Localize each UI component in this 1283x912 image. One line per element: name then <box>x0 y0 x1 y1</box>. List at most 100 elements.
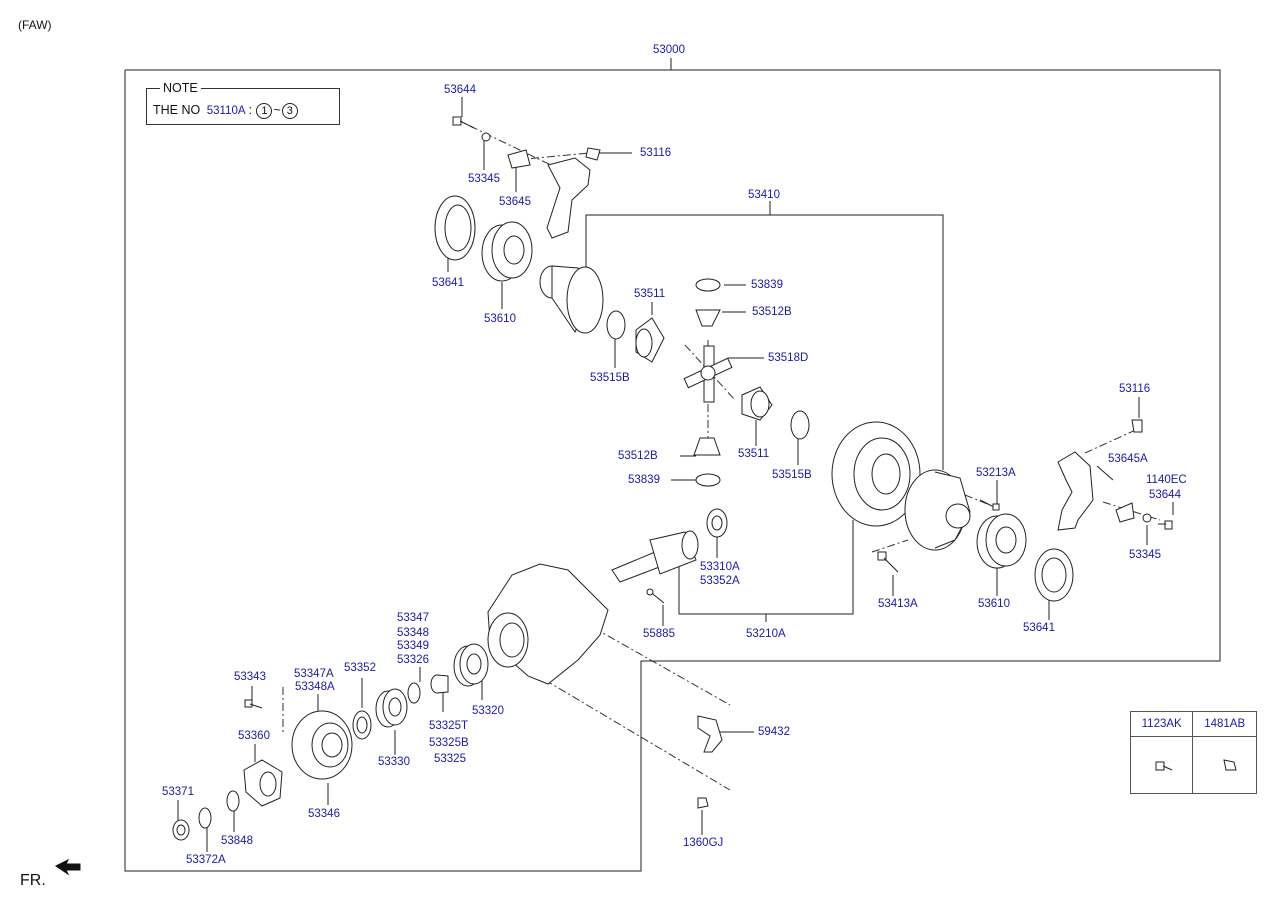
part-label-53645A[interactable]: 53645A <box>1108 453 1148 465</box>
part-label-53360[interactable]: 53360 <box>238 730 270 742</box>
plate-53645-icon <box>507 149 531 169</box>
part-label-53325B[interactable]: 53325B <box>429 737 469 749</box>
variant-label: (FAW) <box>18 18 52 32</box>
seal-53352-icon <box>352 710 372 740</box>
part-label-53644-top[interactable]: 53644 <box>444 84 476 96</box>
bearing-53330-icon <box>375 688 408 728</box>
part-label-53352A[interactable]: 53352A <box>700 575 740 587</box>
seal-53641-right-icon <box>1034 548 1074 602</box>
part-label-53610-left[interactable]: 53610 <box>484 313 516 325</box>
front-direction-arrow-icon <box>55 858 81 876</box>
bearing-53320-icon <box>453 643 489 687</box>
carrier-housing-icon <box>487 563 609 685</box>
note-title: NOTE <box>160 82 201 95</box>
note-code[interactable]: 53110A <box>206 105 246 117</box>
washer-53515B-left-icon <box>606 310 626 340</box>
part-label-1360GJ[interactable]: 1360GJ <box>683 837 724 849</box>
part-label-53116-top[interactable]: 53116 <box>640 147 672 159</box>
part-label-53325T[interactable]: 53325T <box>429 720 469 732</box>
part-label-53645[interactable]: 53645 <box>499 196 531 208</box>
part-label-53320[interactable]: 53320 <box>472 705 504 717</box>
spider-53518D-icon <box>683 345 733 403</box>
bearing-53610-right-icon <box>976 513 1027 569</box>
bolt-53413A-icon <box>877 551 899 573</box>
part-label-53372A[interactable]: 53372A <box>186 854 226 866</box>
drive-pinion-53210A-icon <box>611 530 699 583</box>
bracket-59432-icon <box>697 715 723 753</box>
nut-53371-icon <box>172 819 190 841</box>
part-label-59432[interactable]: 59432 <box>758 726 790 738</box>
side-gear-53511-right-icon <box>741 386 773 421</box>
part-label-53515B-right[interactable]: 53515B <box>772 469 812 481</box>
note-box <box>146 88 340 125</box>
part-label-53346[interactable]: 53346 <box>308 808 340 820</box>
washer-53839-bottom-icon <box>695 473 721 487</box>
part-label-53343[interactable]: 53343 <box>234 671 266 683</box>
part-label-53644-right[interactable]: 53644 <box>1149 489 1181 501</box>
part-label-53410[interactable]: 53410 <box>748 189 780 201</box>
bearing-53310A-icon <box>706 508 728 538</box>
note-circle-from: 1 <box>256 103 273 119</box>
bolt-53343-icon <box>244 699 263 709</box>
part-label-53515B-left[interactable]: 53515B <box>590 372 630 384</box>
part-label-53348A[interactable]: 53348A <box>295 681 335 693</box>
part-label-53512B-bottom[interactable]: 53512B <box>618 450 658 462</box>
part-label-53512B-top[interactable]: 53512B <box>752 306 792 318</box>
legend-cell-1481AB <box>1192 736 1257 794</box>
fastener-legend-table: 1123AK 1481AB <box>1129 711 1257 794</box>
part-label-53511-left[interactable]: 53511 <box>634 288 666 300</box>
part-label-53610-right[interactable]: 53610 <box>978 598 1010 610</box>
part-label-53330[interactable]: 53330 <box>378 756 410 768</box>
part-label-53518D[interactable]: 53518D <box>768 352 809 364</box>
part-label-53345-right[interactable]: 53345 <box>1129 549 1161 561</box>
part-label-53347A[interactable]: 53347A <box>294 668 334 680</box>
sensor-55885-icon <box>646 588 665 604</box>
part-label-1140EC[interactable]: 1140EC <box>1146 474 1187 486</box>
assembly-53000-outline <box>124 69 1221 872</box>
part-label-53348[interactable]: 53348 <box>397 627 429 639</box>
part-label-53848[interactable]: 53848 <box>221 835 253 847</box>
legend-col-1481AB[interactable]: 1481AB <box>1192 711 1257 737</box>
part-label-53326[interactable]: 53326 <box>397 654 429 666</box>
note-colon: : <box>248 103 252 117</box>
oring-53848-icon <box>226 790 240 812</box>
legend-cell-1123AK <box>1129 736 1194 794</box>
washer-53515B-right-icon <box>790 410 810 440</box>
part-label-55885[interactable]: 55885 <box>643 628 675 640</box>
note-circle-to: 3 <box>281 103 298 119</box>
part-label-53345-top[interactable]: 53345 <box>468 173 500 185</box>
part-label-53349[interactable]: 53349 <box>397 640 429 652</box>
bolt-53644-right-icon <box>1158 520 1173 530</box>
part-label-53210A[interactable]: 53210A <box>746 628 786 640</box>
note-text: THE NO 53110A: 1~3 <box>153 103 299 119</box>
part-label-53325[interactable]: 53325 <box>434 753 466 765</box>
part-label-53347[interactable]: 53347 <box>397 612 429 624</box>
cap-53116-top-icon <box>585 147 601 161</box>
companion-flange-53360-icon <box>243 759 283 807</box>
bolt-53213A-icon <box>979 499 1000 511</box>
washer-53345-right-icon <box>1142 513 1152 523</box>
bearing-53610-left-icon <box>481 221 533 282</box>
part-label-53641-left[interactable]: 53641 <box>432 277 464 289</box>
ring-53372A-icon <box>198 807 212 829</box>
part-label-53116-right[interactable]: 53116 <box>1119 383 1151 395</box>
part-label-53371[interactable]: 53371 <box>162 786 194 798</box>
part-label-53352[interactable]: 53352 <box>344 662 376 674</box>
part-label-53000[interactable]: 53000 <box>653 44 685 56</box>
bearing-cap-right-icon <box>1057 451 1094 531</box>
cap-53116-right-icon <box>1131 419 1143 433</box>
bearing-cap-left-icon <box>546 157 591 239</box>
part-label-53839-bottom[interactable]: 53839 <box>628 474 660 486</box>
part-label-53310A[interactable]: 53310A <box>700 561 740 573</box>
part-label-53839-top[interactable]: 53839 <box>751 279 783 291</box>
note-tilde: ~ <box>273 103 281 117</box>
diff-case-half-icon <box>539 265 604 334</box>
pinion-gear-53512B-top-icon <box>695 309 721 327</box>
part-label-53511-right[interactable]: 53511 <box>738 448 770 460</box>
part-label-53413A[interactable]: 53413A <box>878 598 918 610</box>
part-label-53213A[interactable]: 53213A <box>976 467 1016 479</box>
part-label-53641-right[interactable]: 53641 <box>1023 622 1055 634</box>
legend-col-1123AK[interactable]: 1123AK <box>1129 711 1194 737</box>
ring-gear-icon <box>831 421 921 527</box>
